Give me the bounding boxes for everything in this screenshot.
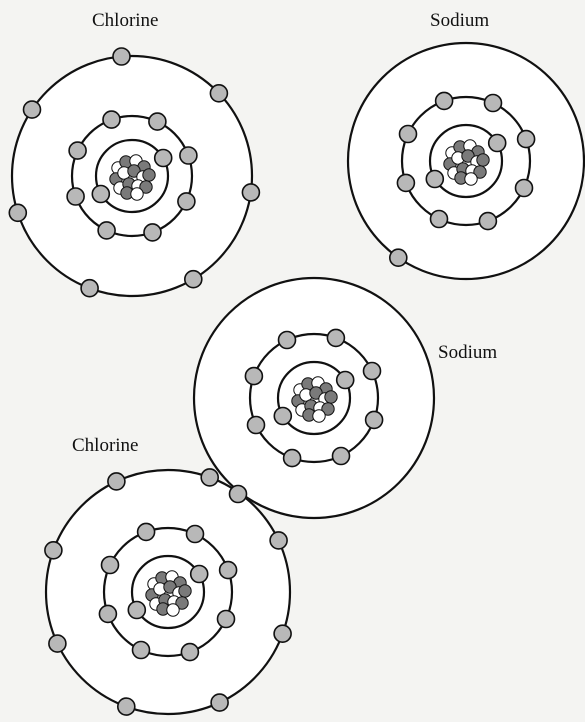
neutron	[465, 173, 477, 185]
neutron	[313, 410, 325, 422]
electron	[284, 450, 301, 467]
electron	[178, 193, 195, 210]
atom-chlorine-top	[9, 48, 259, 297]
transferred-electron	[230, 486, 247, 503]
electron	[103, 111, 120, 128]
electron	[400, 126, 417, 143]
electron	[274, 625, 291, 642]
electron	[211, 694, 228, 711]
electron	[426, 171, 443, 188]
proton	[325, 391, 337, 403]
atoms-layer	[9, 42, 585, 715]
electron	[245, 368, 262, 385]
electron	[479, 213, 496, 230]
electron	[181, 644, 198, 661]
electron	[49, 635, 66, 652]
electron	[9, 204, 26, 221]
electron	[390, 249, 407, 266]
electron	[81, 280, 98, 297]
electron	[218, 611, 235, 628]
electron	[149, 113, 166, 130]
label-chlorine-top: Chlorine	[92, 10, 159, 31]
atom-sodium-middle	[193, 277, 435, 519]
electron	[516, 180, 533, 197]
electron	[489, 135, 506, 152]
electron	[138, 523, 155, 540]
atom-sodium-top	[347, 42, 585, 280]
electron	[24, 101, 41, 118]
electron	[364, 363, 381, 380]
electron	[67, 188, 84, 205]
proton	[179, 585, 191, 597]
electron	[201, 469, 218, 486]
label-sodium-top: Sodium	[430, 10, 489, 31]
electron	[248, 417, 265, 434]
electron	[155, 150, 172, 167]
electron	[180, 147, 197, 164]
neutron	[167, 604, 179, 616]
electron	[397, 174, 414, 191]
electron	[45, 542, 62, 559]
proton	[143, 169, 155, 181]
electron	[210, 85, 227, 102]
electron	[69, 142, 86, 159]
electron	[270, 532, 287, 549]
electron	[220, 562, 237, 579]
electron	[327, 329, 344, 346]
electron	[431, 211, 448, 228]
electron	[118, 698, 135, 715]
electron	[337, 372, 354, 389]
electron	[99, 605, 116, 622]
electron	[113, 48, 130, 65]
atom-chlorine-bottom	[45, 469, 291, 715]
electron	[187, 526, 204, 543]
electron	[518, 131, 535, 148]
electron	[128, 602, 145, 619]
electron	[274, 408, 291, 425]
electron	[436, 92, 453, 109]
electron	[333, 448, 350, 465]
label-chlorine-bottom: Chlorine	[72, 435, 139, 456]
electron	[485, 95, 502, 112]
electron	[191, 566, 208, 583]
electron	[185, 271, 202, 288]
electron	[133, 642, 150, 659]
electron	[144, 224, 161, 241]
electron	[242, 184, 259, 201]
label-sodium-middle: Sodium	[438, 342, 497, 363]
electron	[98, 222, 115, 239]
electron	[102, 557, 119, 574]
neutron	[131, 188, 143, 200]
electron	[92, 186, 109, 203]
electron	[108, 473, 125, 490]
proton	[477, 154, 489, 166]
electron	[279, 332, 296, 349]
electron	[366, 411, 383, 428]
